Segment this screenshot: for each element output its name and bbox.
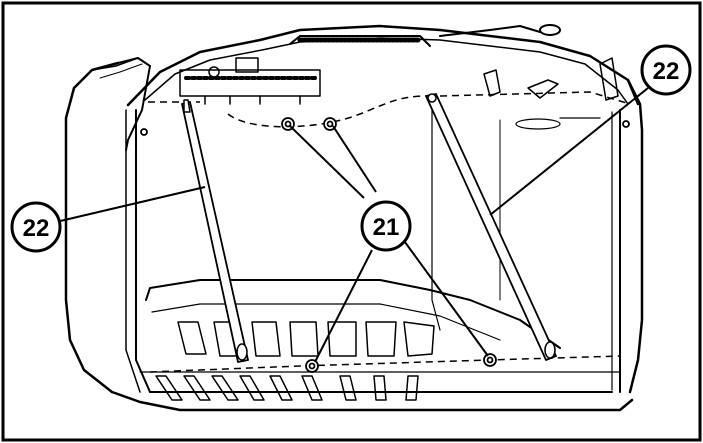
callout-22-left: 22 — [10, 201, 62, 253]
housing-body — [64, 24, 644, 412]
callout-21-center: 21 — [360, 200, 412, 252]
leader-lines — [55, 87, 649, 363]
callout-21-center-label: 21 — [373, 214, 400, 241]
callout-22-right: 22 — [640, 44, 692, 96]
support-rods — [181, 93, 557, 363]
callout-22-left-label: 22 — [23, 215, 50, 242]
dashed-guides — [148, 91, 631, 373]
fasteners — [140, 117, 630, 373]
callout-22-right-label: 22 — [653, 58, 680, 85]
